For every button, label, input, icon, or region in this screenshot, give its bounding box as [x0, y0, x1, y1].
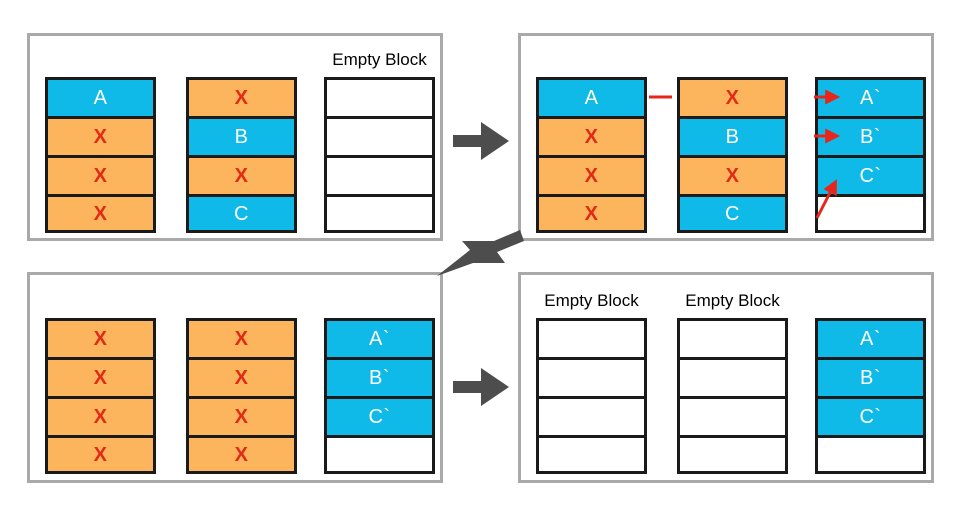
block-3: Empty Block [324, 50, 435, 233]
copy-arrow-c [815, 179, 837, 219]
block-2: Empty Block [677, 291, 788, 474]
block-label-empty-block: Empty Block [685, 291, 780, 310]
block-1: A X X X [536, 77, 647, 233]
block-2: X X X X [186, 318, 297, 474]
page-cell [324, 77, 435, 116]
block-2: X B X C [677, 77, 788, 233]
page-cell [536, 318, 647, 357]
panel-step-5-blocks-erased: Empty Block Empty Block A` B` C` [518, 272, 934, 483]
block-1: A X X X [45, 77, 156, 233]
page-cell: C` [815, 155, 926, 194]
page-cell: X [186, 357, 297, 396]
page-cell: B [186, 116, 297, 155]
page-cell: X [536, 155, 647, 194]
page-cell: X [677, 77, 788, 116]
page-cell [677, 435, 788, 474]
page-cell: X [536, 194, 647, 233]
page-cell: A [536, 77, 647, 116]
block-label-empty-block: Empty Block [332, 50, 427, 69]
page-cell: B` [815, 357, 926, 396]
block-3: A` B` C` [815, 77, 926, 233]
page-cell: X [45, 357, 156, 396]
panel-step-1-initial-state: A X X X X B X C Empty Block [27, 33, 443, 241]
page-cell: B` [324, 357, 435, 396]
page-cell [677, 318, 788, 357]
page-cell: X [45, 396, 156, 435]
block-3: A` B` C` [815, 318, 926, 474]
page-cell [815, 194, 926, 233]
page-cell [536, 396, 647, 435]
page-cell: A [45, 77, 156, 116]
block-1: Empty Block [536, 291, 647, 474]
block-label-empty-block: Empty Block [544, 291, 639, 310]
page-cell [815, 435, 926, 474]
page-cell [536, 435, 647, 474]
block-3: A` B` C` [324, 318, 435, 474]
page-cell: C` [324, 396, 435, 435]
page-cell: X [536, 116, 647, 155]
page-cell: X [186, 435, 297, 474]
flow-arrow-left-diagonal-icon [437, 230, 524, 276]
page-cell: X [186, 155, 297, 194]
page-cell: X [45, 435, 156, 474]
flow-arrow-right-bottom-icon [453, 368, 509, 406]
page-cell: A` [324, 318, 435, 357]
page-cell: C` [815, 396, 926, 435]
page-cell [324, 116, 435, 155]
page-cell: X [186, 396, 297, 435]
block-2: X B X C [186, 77, 297, 233]
flow-arrow-right-top-icon [453, 122, 509, 160]
page-cell: X [45, 116, 156, 155]
panel-step-4-blocks-fully-invalidated: X X X X X X X X A` B` C` [27, 272, 443, 483]
panel-step-2-copy-valid-pages: A X X X X B X C A` B` C` [518, 33, 934, 241]
page-cell: X [45, 194, 156, 233]
page-cell: X [677, 155, 788, 194]
page-cell [324, 194, 435, 233]
page-cell: X [186, 318, 297, 357]
page-cell [677, 357, 788, 396]
page-cell: C [677, 194, 788, 233]
page-cell: X [45, 318, 156, 357]
page-cell [324, 155, 435, 194]
page-cell: B [677, 116, 788, 155]
page-cell [536, 357, 647, 396]
page-cell: X [186, 77, 297, 116]
page-cell [324, 435, 435, 474]
page-cell: A` [815, 318, 926, 357]
page-cell: X [45, 155, 156, 194]
page-cell [677, 396, 788, 435]
block-1: X X X X [45, 318, 156, 474]
page-cell: C [186, 194, 297, 233]
copy-arrows-group [649, 89, 841, 219]
